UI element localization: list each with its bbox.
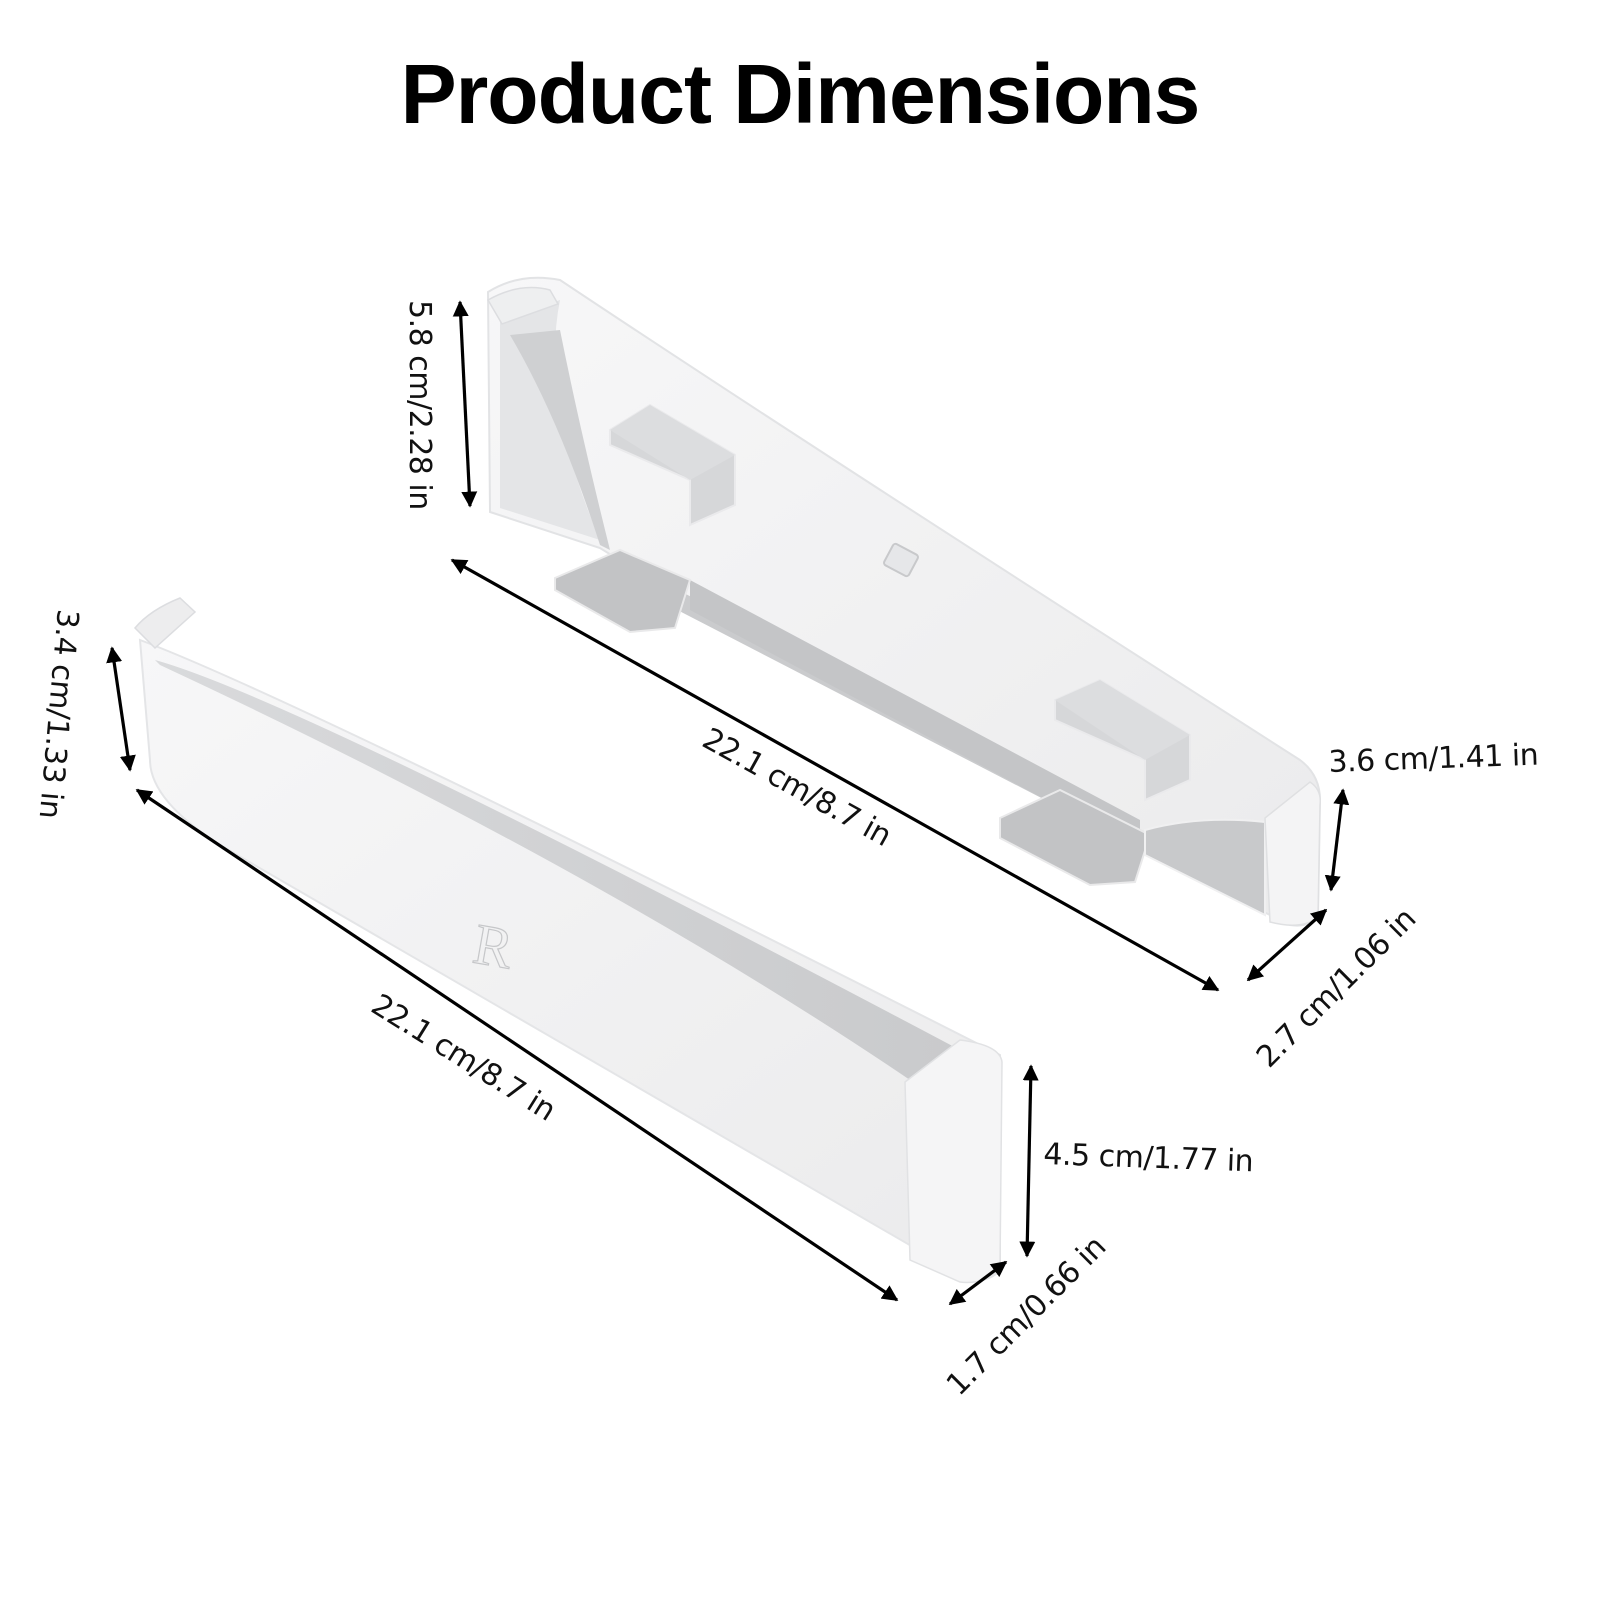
arrow-rear-depth xyxy=(1246,908,1328,982)
arrow-front-depth xyxy=(948,1260,1008,1306)
front-height-label: 4.5 cm/1.77 in xyxy=(1042,1137,1254,1180)
rear-stand-piece xyxy=(486,276,1322,927)
dimension-arrows xyxy=(106,300,1350,1306)
arrow-front-end-height xyxy=(106,646,136,772)
page-title: Product Dimensions xyxy=(400,47,1201,141)
arrow-rear-length xyxy=(450,558,1220,992)
arrow-front-height xyxy=(1019,1064,1039,1258)
arrow-front-length xyxy=(135,788,899,1302)
rear-end-height-label: 3.6 cm/1.41 in xyxy=(1327,737,1539,780)
arrow-rear-end-height xyxy=(1324,788,1350,892)
arrow-rear-height xyxy=(452,300,478,508)
rear-height-label: 5.8 cm/2.28 in xyxy=(402,300,437,510)
